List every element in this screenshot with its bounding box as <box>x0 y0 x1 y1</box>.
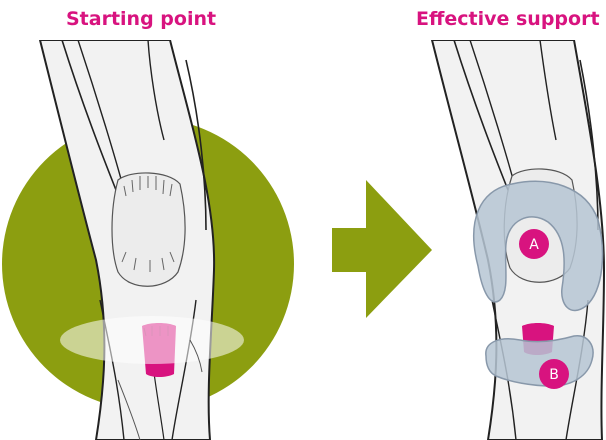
arrow-right-icon <box>332 180 432 318</box>
patella <box>112 173 185 286</box>
left-knee-illustration <box>2 40 294 440</box>
label-badge-a: A <box>519 229 549 259</box>
right-knee-illustration: A B <box>432 40 604 440</box>
label-badge-b: B <box>539 359 569 389</box>
tendon-band-highlight <box>60 316 244 364</box>
label-a-text: A <box>529 237 539 253</box>
label-b-text: B <box>549 367 559 383</box>
support-pad-b <box>486 336 593 386</box>
